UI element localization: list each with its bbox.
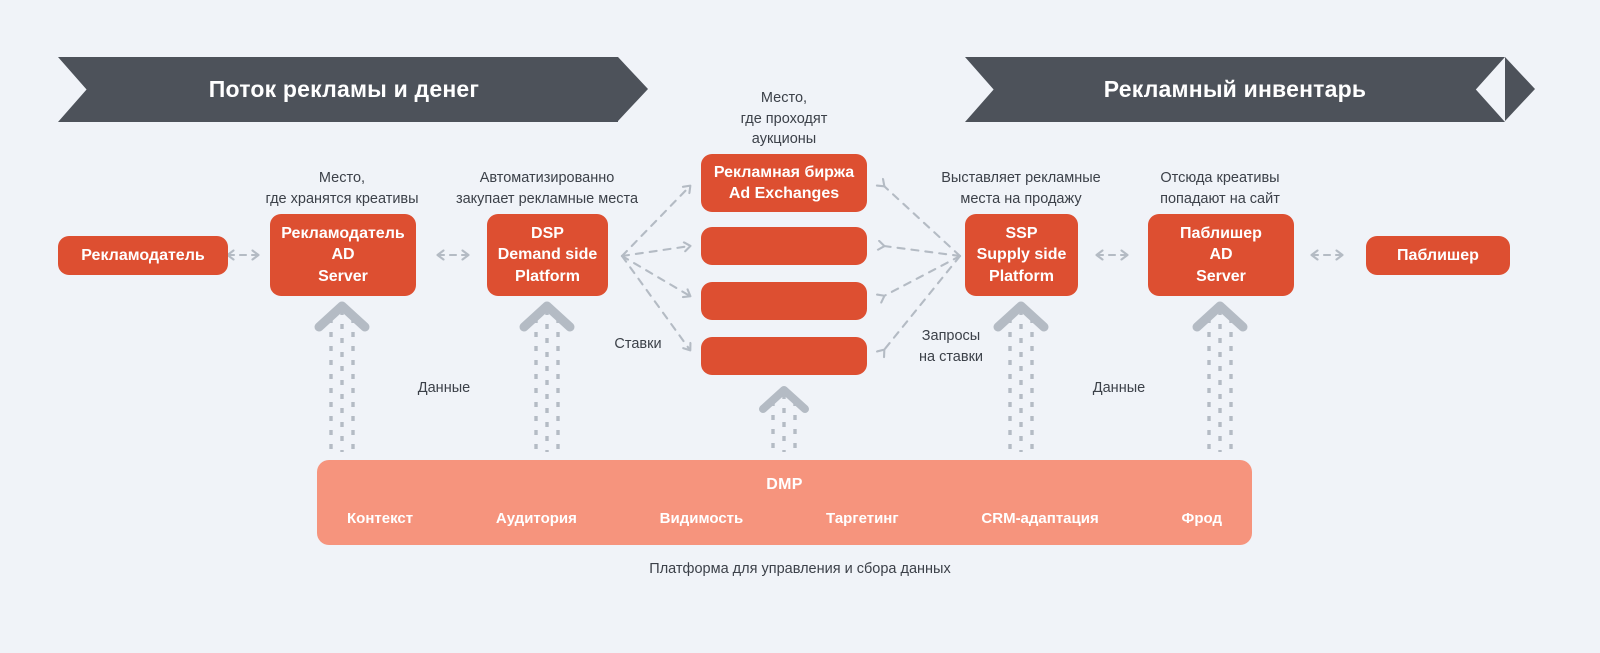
node-ssp-label: SSP Supply side Platform: [976, 225, 1067, 285]
node-dsp-label: DSP Demand side Platform: [497, 225, 598, 285]
node-exchange-3[interactable]: [701, 282, 867, 320]
node-exchange-4[interactable]: [701, 337, 867, 375]
node-ad-exchange[interactable]: Рекламная биржа Ad Exchanges: [701, 154, 867, 212]
node-advertiser[interactable]: Рекламодатель: [58, 236, 228, 275]
dmp-items: Контекст Аудитория Видимость Таргетинг C…: [347, 510, 1222, 527]
dmp-item-fraud[interactable]: Фрод: [1181, 510, 1222, 527]
flow-label-bid-requests: Запросы на ставки: [918, 328, 984, 365]
dmp-bar[interactable]: DMP Контекст Аудитория Видимость Таргети…: [317, 460, 1252, 545]
banner-left-tip: [618, 57, 648, 121]
caption-ad-exchange: Место, где проходят аукционы: [740, 90, 828, 148]
caption-publisher-adserver: Отсюда креативы попадают на сайт: [1160, 170, 1280, 207]
flow-label-bids: Ставки: [614, 336, 662, 352]
data-arrow-advertiser-adserver: [314, 301, 370, 452]
connector-dsp-to-exchanges: [620, 186, 690, 350]
dmp-item-context[interactable]: Контекст: [347, 510, 414, 527]
dmp-caption: Платформа для управления и сбора данных: [649, 561, 951, 577]
data-arrow-dsp: [519, 301, 575, 452]
node-publisher-label: Паблишер: [1397, 246, 1479, 264]
banner-ad-money-flow: Поток рекламы и денег: [58, 57, 618, 122]
flow-label-data-left: Данные: [417, 380, 471, 396]
node-publisher[interactable]: Паблишер: [1366, 236, 1510, 275]
dmp-item-targeting[interactable]: Таргетинг: [826, 510, 899, 527]
node-publisher-ad-server-label: Паблишер AD Server: [1180, 225, 1262, 285]
caption-dsp: Автоматизированно закупает рекламные мес…: [455, 170, 639, 207]
banner-left-label: Поток рекламы и денег: [208, 76, 480, 102]
node-dsp[interactable]: DSP Demand side Platform: [487, 214, 608, 296]
dmp-item-audience[interactable]: Аудитория: [495, 510, 577, 527]
node-publisher-ad-server[interactable]: Паблишер AD Server: [1148, 214, 1294, 296]
banner-right-tip: [1505, 57, 1535, 121]
data-arrow-publisher-adserver: [1192, 301, 1248, 452]
node-ssp[interactable]: SSP Supply side Platform: [965, 214, 1078, 296]
node-exchange-2[interactable]: [701, 227, 867, 265]
data-arrow-ad-exchange: [759, 386, 809, 452]
dmp-title: DMP: [766, 476, 803, 493]
banner-ad-inventory: Рекламный инвентарь: [965, 57, 1505, 122]
data-arrow-ssp: [993, 301, 1049, 452]
dmp-item-crm-adaptation[interactable]: CRM-адаптация: [981, 510, 1099, 527]
node-ad-exchange-label: Рекламная биржа Ad Exchanges: [713, 163, 855, 202]
caption-ssp: Выставляет рекламные места на продажу: [941, 170, 1101, 207]
flow-label-data-right: Данные: [1092, 380, 1146, 396]
caption-advertiser-adserver: Место, где хранятся креативы: [265, 170, 419, 207]
node-advertiser-label: Рекламодатель: [81, 246, 205, 264]
node-advertiser-ad-server[interactable]: Рекламодатель AD Server: [270, 214, 416, 296]
node-advertiser-ad-server-label: Рекламодатель AD Server: [281, 225, 405, 285]
banner-right-label: Рекламный инвентарь: [1103, 76, 1367, 102]
dmp-item-visibility[interactable]: Видимость: [659, 510, 744, 527]
